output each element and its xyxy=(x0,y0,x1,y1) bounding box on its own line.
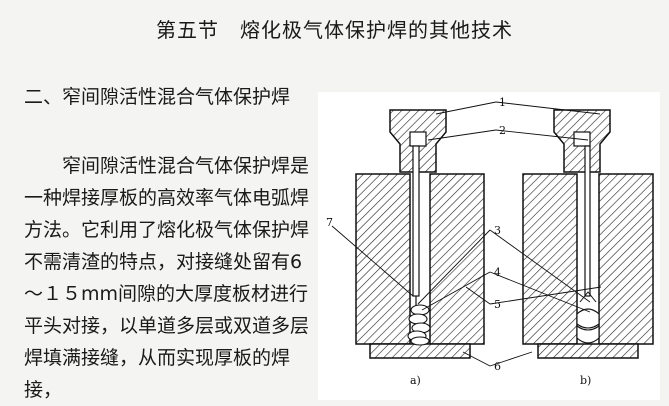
panel-b-drawing xyxy=(522,109,654,359)
panel-a-label: a) xyxy=(410,374,421,387)
callout-2: 2 xyxy=(499,124,506,137)
section-title: 第五节 熔化极气体保护焊的其他技术 xyxy=(156,18,513,42)
panel-a-drawing xyxy=(355,109,485,359)
callout-1: 1 xyxy=(499,96,506,109)
callout-7: 7 xyxy=(326,216,333,229)
body-paragraph: 窄间隙活性混合气体保护焊是一种焊接厚板的高效率气体电弧焊方法。它利用了熔化极气体… xyxy=(24,155,310,401)
subsection-heading: 二、窄间隙活性混合气体保护焊 xyxy=(24,86,291,108)
callout-4: 4 xyxy=(494,266,501,279)
callout-3: 3 xyxy=(494,224,501,237)
callout-5: 5 xyxy=(494,298,501,311)
welding-diagram: 1 2 3 4 5 6 7 a) b) xyxy=(318,92,660,400)
callout-6: 6 xyxy=(494,360,501,373)
callout-leaders xyxy=(331,101,602,367)
panel-b-label: b) xyxy=(580,374,591,387)
